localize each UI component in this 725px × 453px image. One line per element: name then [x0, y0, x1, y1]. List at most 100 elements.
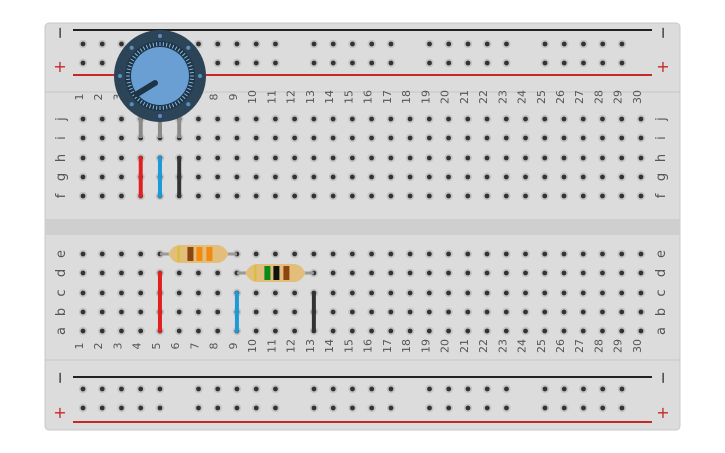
- hole-center: [426, 270, 432, 276]
- hole-center: [369, 309, 374, 315]
- dial-tick: [179, 50, 184, 55]
- resistor[interactable]: [236, 264, 314, 282]
- potentiometer-knob[interactable]: [131, 47, 189, 105]
- hole-center: [99, 328, 105, 334]
- hole-center: [426, 155, 432, 161]
- hole-center: [330, 405, 336, 411]
- hole-center: [388, 328, 394, 334]
- dial-tick: [177, 99, 181, 104]
- row-letter: d: [654, 269, 669, 277]
- hole-center: [407, 251, 413, 257]
- hole-center: [561, 116, 567, 122]
- dial-tick: [134, 52, 139, 57]
- hole-center: [80, 116, 86, 122]
- hole-center: [638, 116, 644, 122]
- hole-center: [638, 328, 644, 334]
- hole-center: [581, 41, 586, 47]
- color-band: [177, 246, 180, 262]
- hole-center: [138, 309, 144, 315]
- hole-center: [196, 193, 201, 199]
- hole-center: [196, 309, 201, 315]
- hole-center: [234, 174, 240, 180]
- hole-center: [330, 270, 336, 276]
- hole-center: [215, 405, 221, 411]
- hole-center: [273, 193, 278, 199]
- hole-center: [330, 155, 336, 161]
- hole-center: [619, 174, 625, 180]
- hole-center: [196, 328, 201, 334]
- hole-center: [273, 386, 278, 392]
- hole-center: [407, 328, 413, 334]
- hole-center: [388, 116, 394, 122]
- plus-label: +: [53, 403, 66, 422]
- hole-center: [542, 116, 548, 122]
- hole-center: [561, 405, 567, 411]
- hole-center: [349, 174, 355, 180]
- hole-center: [427, 41, 432, 47]
- hole-center: [138, 251, 144, 257]
- hole-center: [234, 155, 240, 161]
- hole-center: [215, 116, 221, 122]
- body-dot: [198, 74, 202, 78]
- hole-center: [446, 405, 452, 411]
- column-number: 3: [111, 94, 124, 101]
- hole-center: [619, 41, 625, 47]
- hole-center: [504, 41, 509, 47]
- hole-center: [484, 290, 490, 296]
- hole-center: [138, 328, 144, 334]
- hole-center: [484, 386, 490, 392]
- column-number: 1: [73, 94, 86, 101]
- hole-center: [215, 135, 221, 141]
- potentiometer[interactable]: [114, 30, 206, 138]
- hole-center: [427, 405, 432, 411]
- hole-center: [369, 328, 374, 334]
- hole-center: [619, 270, 625, 276]
- dial-tick: [185, 58, 190, 62]
- hole-center: [311, 251, 317, 257]
- hole-center: [542, 135, 548, 141]
- hole-center: [196, 135, 201, 141]
- column-number: 11: [265, 339, 278, 353]
- column-number: 12: [285, 339, 298, 353]
- hole-center: [484, 309, 490, 315]
- hole-center: [99, 405, 105, 411]
- hole-center: [138, 290, 144, 296]
- hole-center: [581, 405, 586, 411]
- hole-center: [503, 270, 509, 276]
- hole-center: [484, 174, 490, 180]
- column-number: 13: [304, 90, 317, 104]
- hole-center: [253, 41, 259, 47]
- hole-center: [426, 328, 432, 334]
- dial-tick: [126, 68, 131, 71]
- hole-center: [619, 386, 625, 392]
- hole-center: [426, 290, 432, 296]
- dial-tick: [174, 101, 178, 106]
- hole-center: [523, 290, 528, 296]
- body-dot: [158, 34, 162, 38]
- dial-tick: [136, 97, 141, 102]
- hole-center: [561, 386, 567, 392]
- hole-center: [465, 251, 471, 257]
- hole-center: [619, 135, 625, 141]
- hole-center: [80, 193, 86, 199]
- hole-center: [99, 386, 105, 392]
- hole-center: [465, 116, 471, 122]
- color-band: [206, 247, 213, 261]
- row-letter: d: [54, 269, 69, 277]
- hole-center: [561, 60, 567, 66]
- hole-center: [619, 155, 625, 161]
- hole-center: [99, 270, 105, 276]
- hole-center: [350, 41, 355, 47]
- hole-center: [638, 135, 644, 141]
- dial-tick: [168, 104, 171, 109]
- hole-center: [369, 290, 374, 296]
- hole-center: [446, 328, 451, 334]
- dial-tick: [139, 48, 143, 53]
- dial-tick: [179, 97, 184, 102]
- hole-center: [234, 41, 240, 47]
- hole-center: [484, 155, 490, 161]
- resistor[interactable]: [159, 245, 237, 263]
- column-number: 7: [188, 343, 201, 350]
- column-number: 29: [612, 90, 625, 104]
